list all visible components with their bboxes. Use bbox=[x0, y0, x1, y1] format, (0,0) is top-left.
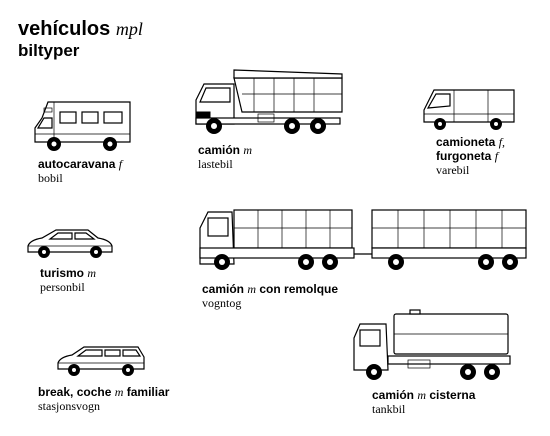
road-train-translation: vogntog bbox=[202, 296, 242, 310]
car-term: turismo bbox=[40, 266, 85, 280]
tanker-label: camión m cisterna tankbil bbox=[372, 388, 475, 416]
van-term-1: camioneta bbox=[436, 135, 496, 149]
truck-label: camión m lastebil bbox=[198, 143, 252, 171]
estate-translation: stasjonsvogn bbox=[38, 399, 101, 413]
van-illustration bbox=[423, 89, 515, 130]
road-train-illustration bbox=[199, 209, 527, 270]
estate-term-2: familiar bbox=[126, 385, 170, 399]
motorhome-term: autocaravana bbox=[38, 157, 116, 171]
tanker-term-1: camión bbox=[372, 388, 415, 402]
van-label: camioneta f, furgoneta f varebil bbox=[436, 135, 505, 177]
tanker-translation: tankbil bbox=[372, 402, 406, 416]
car-translation: personbil bbox=[40, 280, 85, 294]
van-gender-1: f, bbox=[498, 135, 506, 149]
page-title: vehículos mpl bbox=[18, 18, 143, 40]
truck-gender: m bbox=[243, 143, 253, 157]
car-label: turismo m personbil bbox=[40, 266, 96, 294]
car-gender: m bbox=[87, 266, 97, 280]
van-term-2: furgoneta bbox=[436, 149, 492, 163]
title-text: vehículos bbox=[18, 18, 111, 40]
truck-term: camión bbox=[198, 143, 241, 157]
estate-term-1: break, coche bbox=[38, 385, 112, 399]
truck-illustration bbox=[195, 69, 343, 134]
estate-gender: m bbox=[114, 385, 124, 399]
tanker-term-2: cisterna bbox=[429, 388, 476, 402]
motorhome-label: autocaravana f bobil bbox=[38, 157, 122, 185]
title-gender: mpl bbox=[115, 19, 143, 39]
page-subtitle: biltyper bbox=[18, 41, 80, 60]
estate-car-label: break, coche m familiar stasjonsvogn bbox=[38, 385, 169, 413]
tanker-gender: m bbox=[417, 388, 427, 402]
motorhome-illustration bbox=[34, 101, 131, 151]
truck-translation: lastebil bbox=[198, 157, 233, 171]
road-train-gender: m bbox=[247, 282, 257, 296]
road-train-label: camión m con remolque vogntog bbox=[202, 282, 338, 310]
motorhome-gender: f bbox=[118, 157, 123, 171]
estate-car-illustration bbox=[57, 346, 145, 376]
tanker-illustration bbox=[353, 309, 511, 380]
road-train-term-1: camión bbox=[202, 282, 245, 296]
van-gender-2: f bbox=[494, 149, 499, 163]
motorhome-translation: bobil bbox=[38, 171, 63, 185]
road-train-term-2: con remolque bbox=[259, 282, 339, 296]
car-illustration bbox=[27, 229, 113, 258]
van-translation: varebil bbox=[436, 163, 470, 177]
